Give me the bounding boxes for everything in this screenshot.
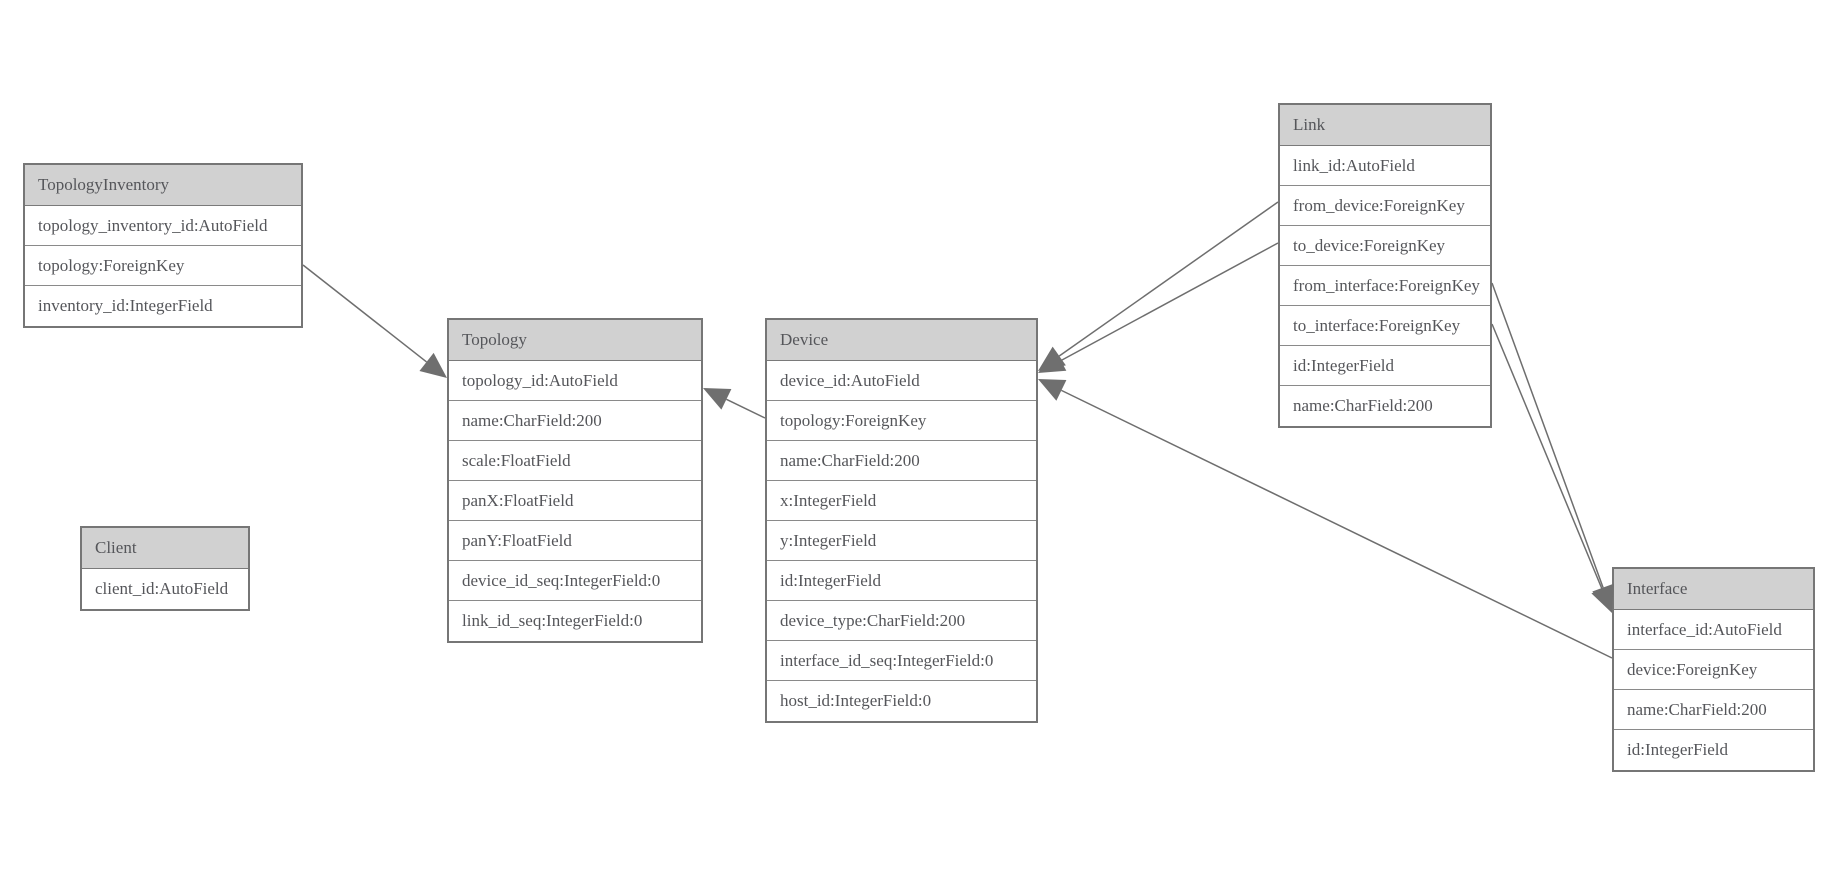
- entity-device-field-7: interface_id_seq:IntegerField:0: [767, 641, 1036, 681]
- entity-link-field-3: from_interface:ForeignKey: [1280, 266, 1490, 306]
- relation-arrowhead-device.topology-to-topology.topology_id: [703, 388, 732, 410]
- entity-topology-inventory-field-1: topology:ForeignKey: [25, 246, 301, 286]
- entity-device-field-1: topology:ForeignKey: [767, 401, 1036, 441]
- relation-line-link.to_device-to-device.device_id: [1060, 242, 1279, 362]
- relation-arrowhead-link.from_interface-to-interface.interface_id: [1592, 583, 1614, 612]
- entity-link-field-6: name:CharField:200: [1280, 386, 1490, 426]
- entity-device-field-3: x:IntegerField: [767, 481, 1036, 521]
- entity-client-title: Client: [82, 528, 248, 569]
- relation-arrowhead-link.from_device-to-device.device_id: [1038, 346, 1066, 371]
- entity-device-field-0: device_id:AutoField: [767, 361, 1036, 401]
- entity-topology-field-6: link_id_seq:IntegerField:0: [449, 601, 701, 641]
- entity-topology-field-5: device_id_seq:IntegerField:0: [449, 561, 701, 601]
- relation-line-topology-inventory.topology-to-topology.topology_id: [302, 264, 428, 363]
- entity-topology-field-4: panY:FloatField: [449, 521, 701, 561]
- entity-interface-field-2: name:CharField:200: [1614, 690, 1813, 730]
- relation-line-device.topology-to-topology.topology_id: [726, 398, 766, 419]
- entity-link-title: Link: [1280, 105, 1490, 146]
- entity-topology-title: Topology: [449, 320, 701, 361]
- entity-link-field-2: to_device:ForeignKey: [1280, 226, 1490, 266]
- relation-line-link.to_interface-to-interface.interface_id: [1491, 323, 1603, 590]
- relation-arrowhead-link.to_device-to-device.device_id: [1038, 350, 1067, 373]
- relation-arrowhead-interface.device-to-device.device_id: [1038, 379, 1067, 401]
- entity-topology-field-2: scale:FloatField: [449, 441, 701, 481]
- entity-interface-title: Interface: [1614, 569, 1813, 610]
- relation-line-link.from_interface-to-interface.interface_id: [1491, 282, 1604, 588]
- entity-link-field-0: link_id:AutoField: [1280, 146, 1490, 186]
- entity-interface-field-3: id:IntegerField: [1614, 730, 1813, 770]
- relation-arrowhead-topology-inventory.topology-to-topology.topology_id: [419, 352, 447, 378]
- entity-device-field-4: y:IntegerField: [767, 521, 1036, 561]
- entity-link-field-4: to_interface:ForeignKey: [1280, 306, 1490, 346]
- entity-link-field-1: from_device:ForeignKey: [1280, 186, 1490, 226]
- entity-topology-field-0: topology_id:AutoField: [449, 361, 701, 401]
- relation-line-interface.device-to-device.device_id: [1061, 389, 1613, 659]
- entity-device-field-6: device_type:CharField:200: [767, 601, 1036, 641]
- entity-client-field-0: client_id:AutoField: [82, 569, 248, 609]
- entity-device-field-8: host_id:IntegerField:0: [767, 681, 1036, 721]
- entity-link-field-5: id:IntegerField: [1280, 346, 1490, 386]
- relation-arrowhead-link.to_interface-to-interface.interface_id: [1591, 584, 1613, 613]
- entity-topology-inventory-title: TopologyInventory: [25, 165, 301, 206]
- entity-device-title: Device: [767, 320, 1036, 361]
- entity-topology-inventory-field-2: inventory_id:IntegerField: [25, 286, 301, 326]
- entity-topology-field-3: panX:FloatField: [449, 481, 701, 521]
- entity-topology-inventory-field-0: topology_inventory_id:AutoField: [25, 206, 301, 246]
- entity-device-field-5: id:IntegerField: [767, 561, 1036, 601]
- relation-line-link.from_device-to-device.device_id: [1058, 201, 1279, 357]
- entity-interface-field-0: interface_id:AutoField: [1614, 610, 1813, 650]
- entity-topology-field-1: name:CharField:200: [449, 401, 701, 441]
- entity-interface-field-1: device:ForeignKey: [1614, 650, 1813, 690]
- entity-device-field-2: name:CharField:200: [767, 441, 1036, 481]
